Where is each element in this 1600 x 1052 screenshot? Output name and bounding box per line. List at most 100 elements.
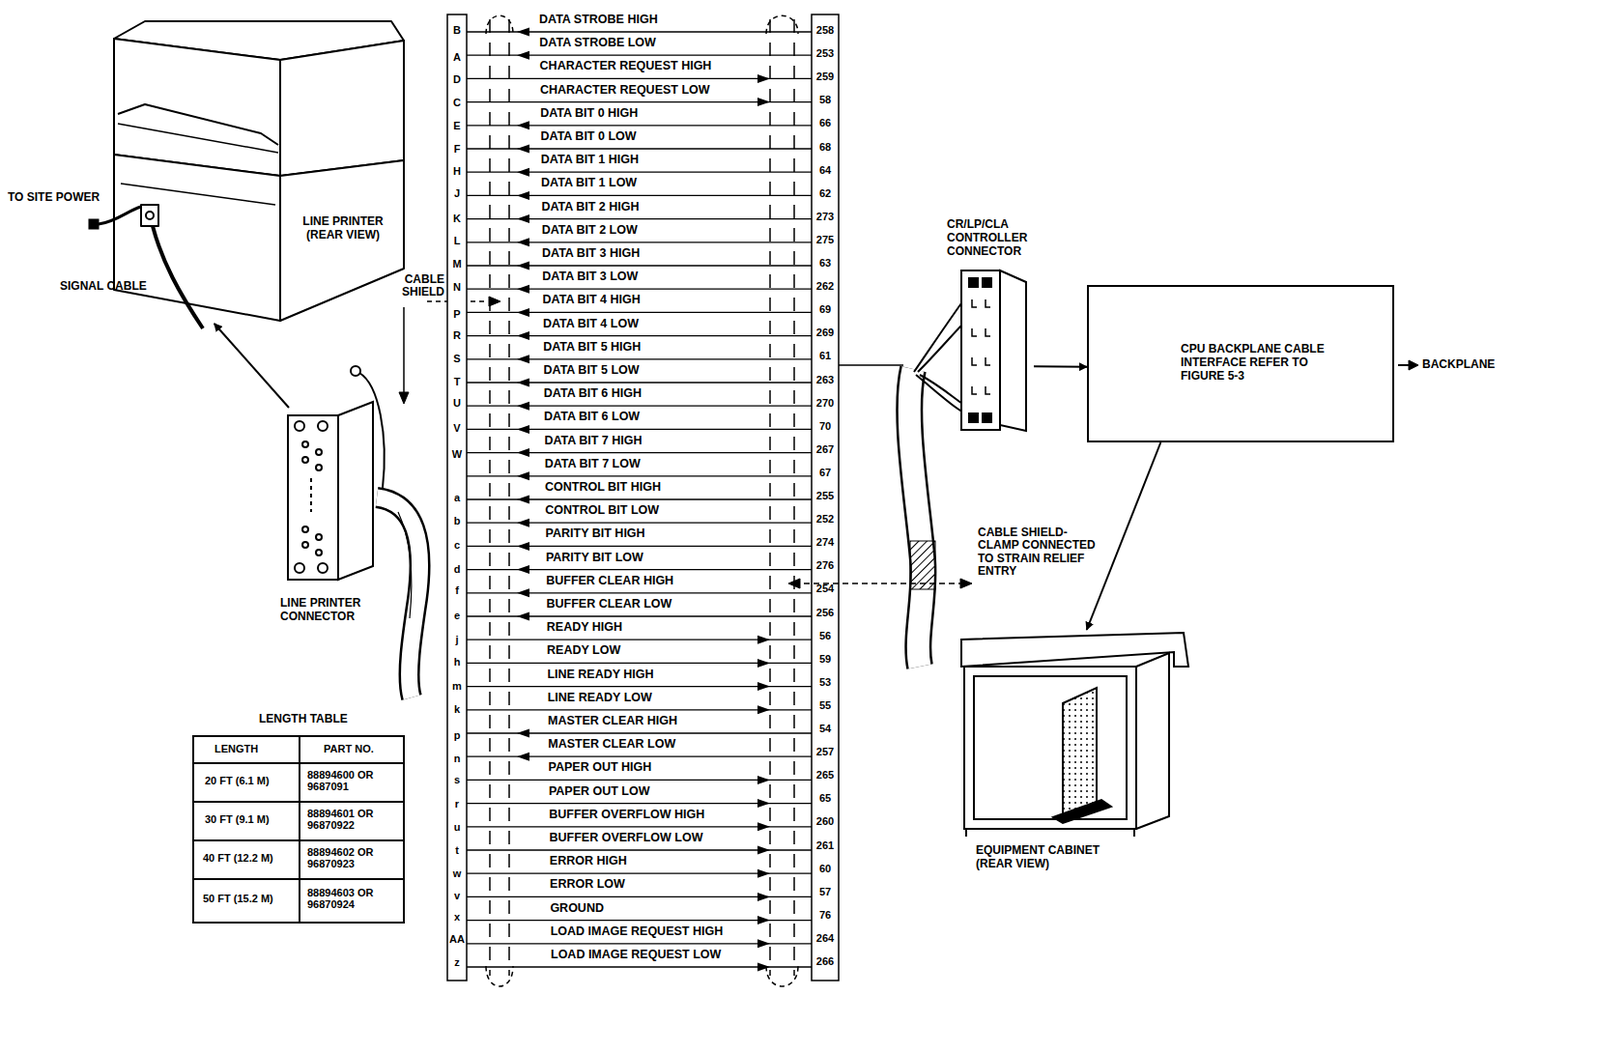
table-cell: 40 FT (12.2 M) xyxy=(202,852,274,864)
arrow-head xyxy=(516,261,530,271)
table-cell: 88894601 OR 96870922 xyxy=(307,807,397,832)
signal-name: DATA BIT 3 HIGH xyxy=(542,246,640,260)
arrow-head xyxy=(516,752,530,762)
arrow-head xyxy=(757,682,771,691)
table-cell: 20 FT (6.1 M) xyxy=(204,774,270,787)
note-label: SIGNAL CABLE xyxy=(59,280,147,293)
arrow-head xyxy=(516,588,530,598)
line-printer: LINE PRINTER (REAR VIEW) xyxy=(111,19,406,324)
pin-number: 254 xyxy=(811,582,839,595)
pin-letter: d xyxy=(447,563,467,575)
signal-name: BUFFER OVERFLOW LOW xyxy=(549,830,704,845)
arrow-head xyxy=(757,846,771,856)
pin-letter: f xyxy=(447,584,467,597)
pin-letter: u xyxy=(447,821,467,833)
pin-number: 275 xyxy=(811,233,839,246)
signal-name: DATA BIT 5 HIGH xyxy=(542,340,641,354)
pin-number: 276 xyxy=(811,559,839,572)
arrow-head xyxy=(516,471,530,481)
pin-number: 257 xyxy=(811,745,839,758)
signal-name: ERROR HIGH xyxy=(549,854,628,868)
node-label: LINE PRINTER CONNECTOR xyxy=(280,597,372,625)
pin-letter: E xyxy=(447,119,467,132)
pin-letter: H xyxy=(447,165,467,177)
pin-letter: p xyxy=(447,729,467,742)
table-cell: 88894602 OR 96870923 xyxy=(307,846,397,871)
arrow-head xyxy=(516,542,530,551)
signal-name: PAPER OUT HIGH xyxy=(548,760,653,774)
pin-number: 267 xyxy=(811,443,839,456)
signal-name: MASTER CLEAR HIGH xyxy=(547,714,678,728)
signal-name: DATA BIT 7 LOW xyxy=(544,457,641,471)
arrow-head xyxy=(516,285,530,294)
connector xyxy=(214,323,289,408)
arrow-head xyxy=(516,28,530,37)
pin-number: 263 xyxy=(811,373,839,386)
pin-number: 60 xyxy=(811,862,839,875)
pin-letter: T xyxy=(447,375,467,388)
pin-number: 270 xyxy=(811,397,839,409)
signal-name: PAPER OUT LOW xyxy=(548,784,651,799)
pin-letter: R xyxy=(447,329,467,342)
pin-letter: P xyxy=(447,308,467,320)
arrow-head xyxy=(516,448,530,458)
pin-number: 252 xyxy=(811,513,839,525)
pin-number: 258 xyxy=(811,24,839,36)
signal-name: DATA BIT 1 HIGH xyxy=(541,152,639,167)
arrow-head xyxy=(516,237,530,247)
pin-number: 54 xyxy=(811,722,839,735)
signal-name: DATA BIT 4 LOW xyxy=(542,316,639,331)
arrow-head xyxy=(516,308,530,317)
signal-name: DATA STROBE LOW xyxy=(539,35,657,50)
signal-name: LOAD IMAGE REQUEST HIGH xyxy=(550,924,723,939)
signal-rows xyxy=(466,28,812,972)
connector-housing: LINE PRINTER CONNECTOR xyxy=(278,407,385,630)
signal-name: CHARACTER REQUEST LOW xyxy=(540,83,711,97)
signal-name: DATA BIT 5 LOW xyxy=(543,363,640,377)
arrow-head xyxy=(757,869,771,879)
signal-name: BUFFER OVERFLOW HIGH xyxy=(548,807,705,822)
pin-number: 57 xyxy=(811,885,839,898)
signal-name: DATA BIT 1 LOW xyxy=(541,175,637,190)
table-title: LENGTH TABLE xyxy=(258,713,348,726)
pin-letter: h xyxy=(447,656,467,668)
arrow-head xyxy=(757,799,771,808)
pin-number: 70 xyxy=(811,420,839,432)
arrow-head xyxy=(757,915,771,925)
arrow-head xyxy=(516,168,530,177)
arrow-head xyxy=(516,612,530,622)
arrow-head xyxy=(516,495,530,505)
pin-number: 67 xyxy=(811,466,839,479)
signal-name: CONTROL BIT HIGH xyxy=(544,480,661,494)
pin-letter: J xyxy=(447,187,467,200)
pin-number: 58 xyxy=(811,93,839,106)
signal-name: BUFFER CLEAR HIGH xyxy=(545,573,674,588)
pin-number: 255 xyxy=(811,489,839,502)
pin-number: 59 xyxy=(811,653,839,665)
pin-number: 62 xyxy=(811,187,839,200)
signal-name: PARITY BIT LOW xyxy=(545,550,644,565)
pin-number: 69 xyxy=(811,303,839,315)
pin-letter: M xyxy=(447,257,467,270)
table-header: LENGTH xyxy=(214,742,258,755)
pin-letter: v xyxy=(447,889,467,902)
signal-name: DATA BIT 0 HIGH xyxy=(540,106,638,120)
controller-connector-drawing xyxy=(961,270,1027,431)
pin-number: 76 xyxy=(811,909,839,921)
node-label: LINE PRINTER (REAR VIEW) xyxy=(292,215,394,243)
printer-cable xyxy=(350,296,501,698)
pin-letter: L xyxy=(447,234,467,247)
pin-number: 253 xyxy=(811,47,839,59)
pin-number: 66 xyxy=(811,116,839,129)
signal-name: DATA BIT 6 LOW xyxy=(543,409,640,424)
arrow-head xyxy=(757,74,771,84)
process-box: CPU BACKPLANE CABLE INTERFACE REFER TO F… xyxy=(1086,285,1395,443)
pin-letter: D xyxy=(447,73,467,86)
signal-name: MASTER CLEAR LOW xyxy=(547,737,676,751)
signal-name: DATA BIT 6 HIGH xyxy=(543,386,642,400)
arrow-head xyxy=(516,191,530,200)
pin-number: 261 xyxy=(811,839,839,852)
pin-letter: B xyxy=(447,24,467,36)
signal-name: READY LOW xyxy=(546,643,621,658)
